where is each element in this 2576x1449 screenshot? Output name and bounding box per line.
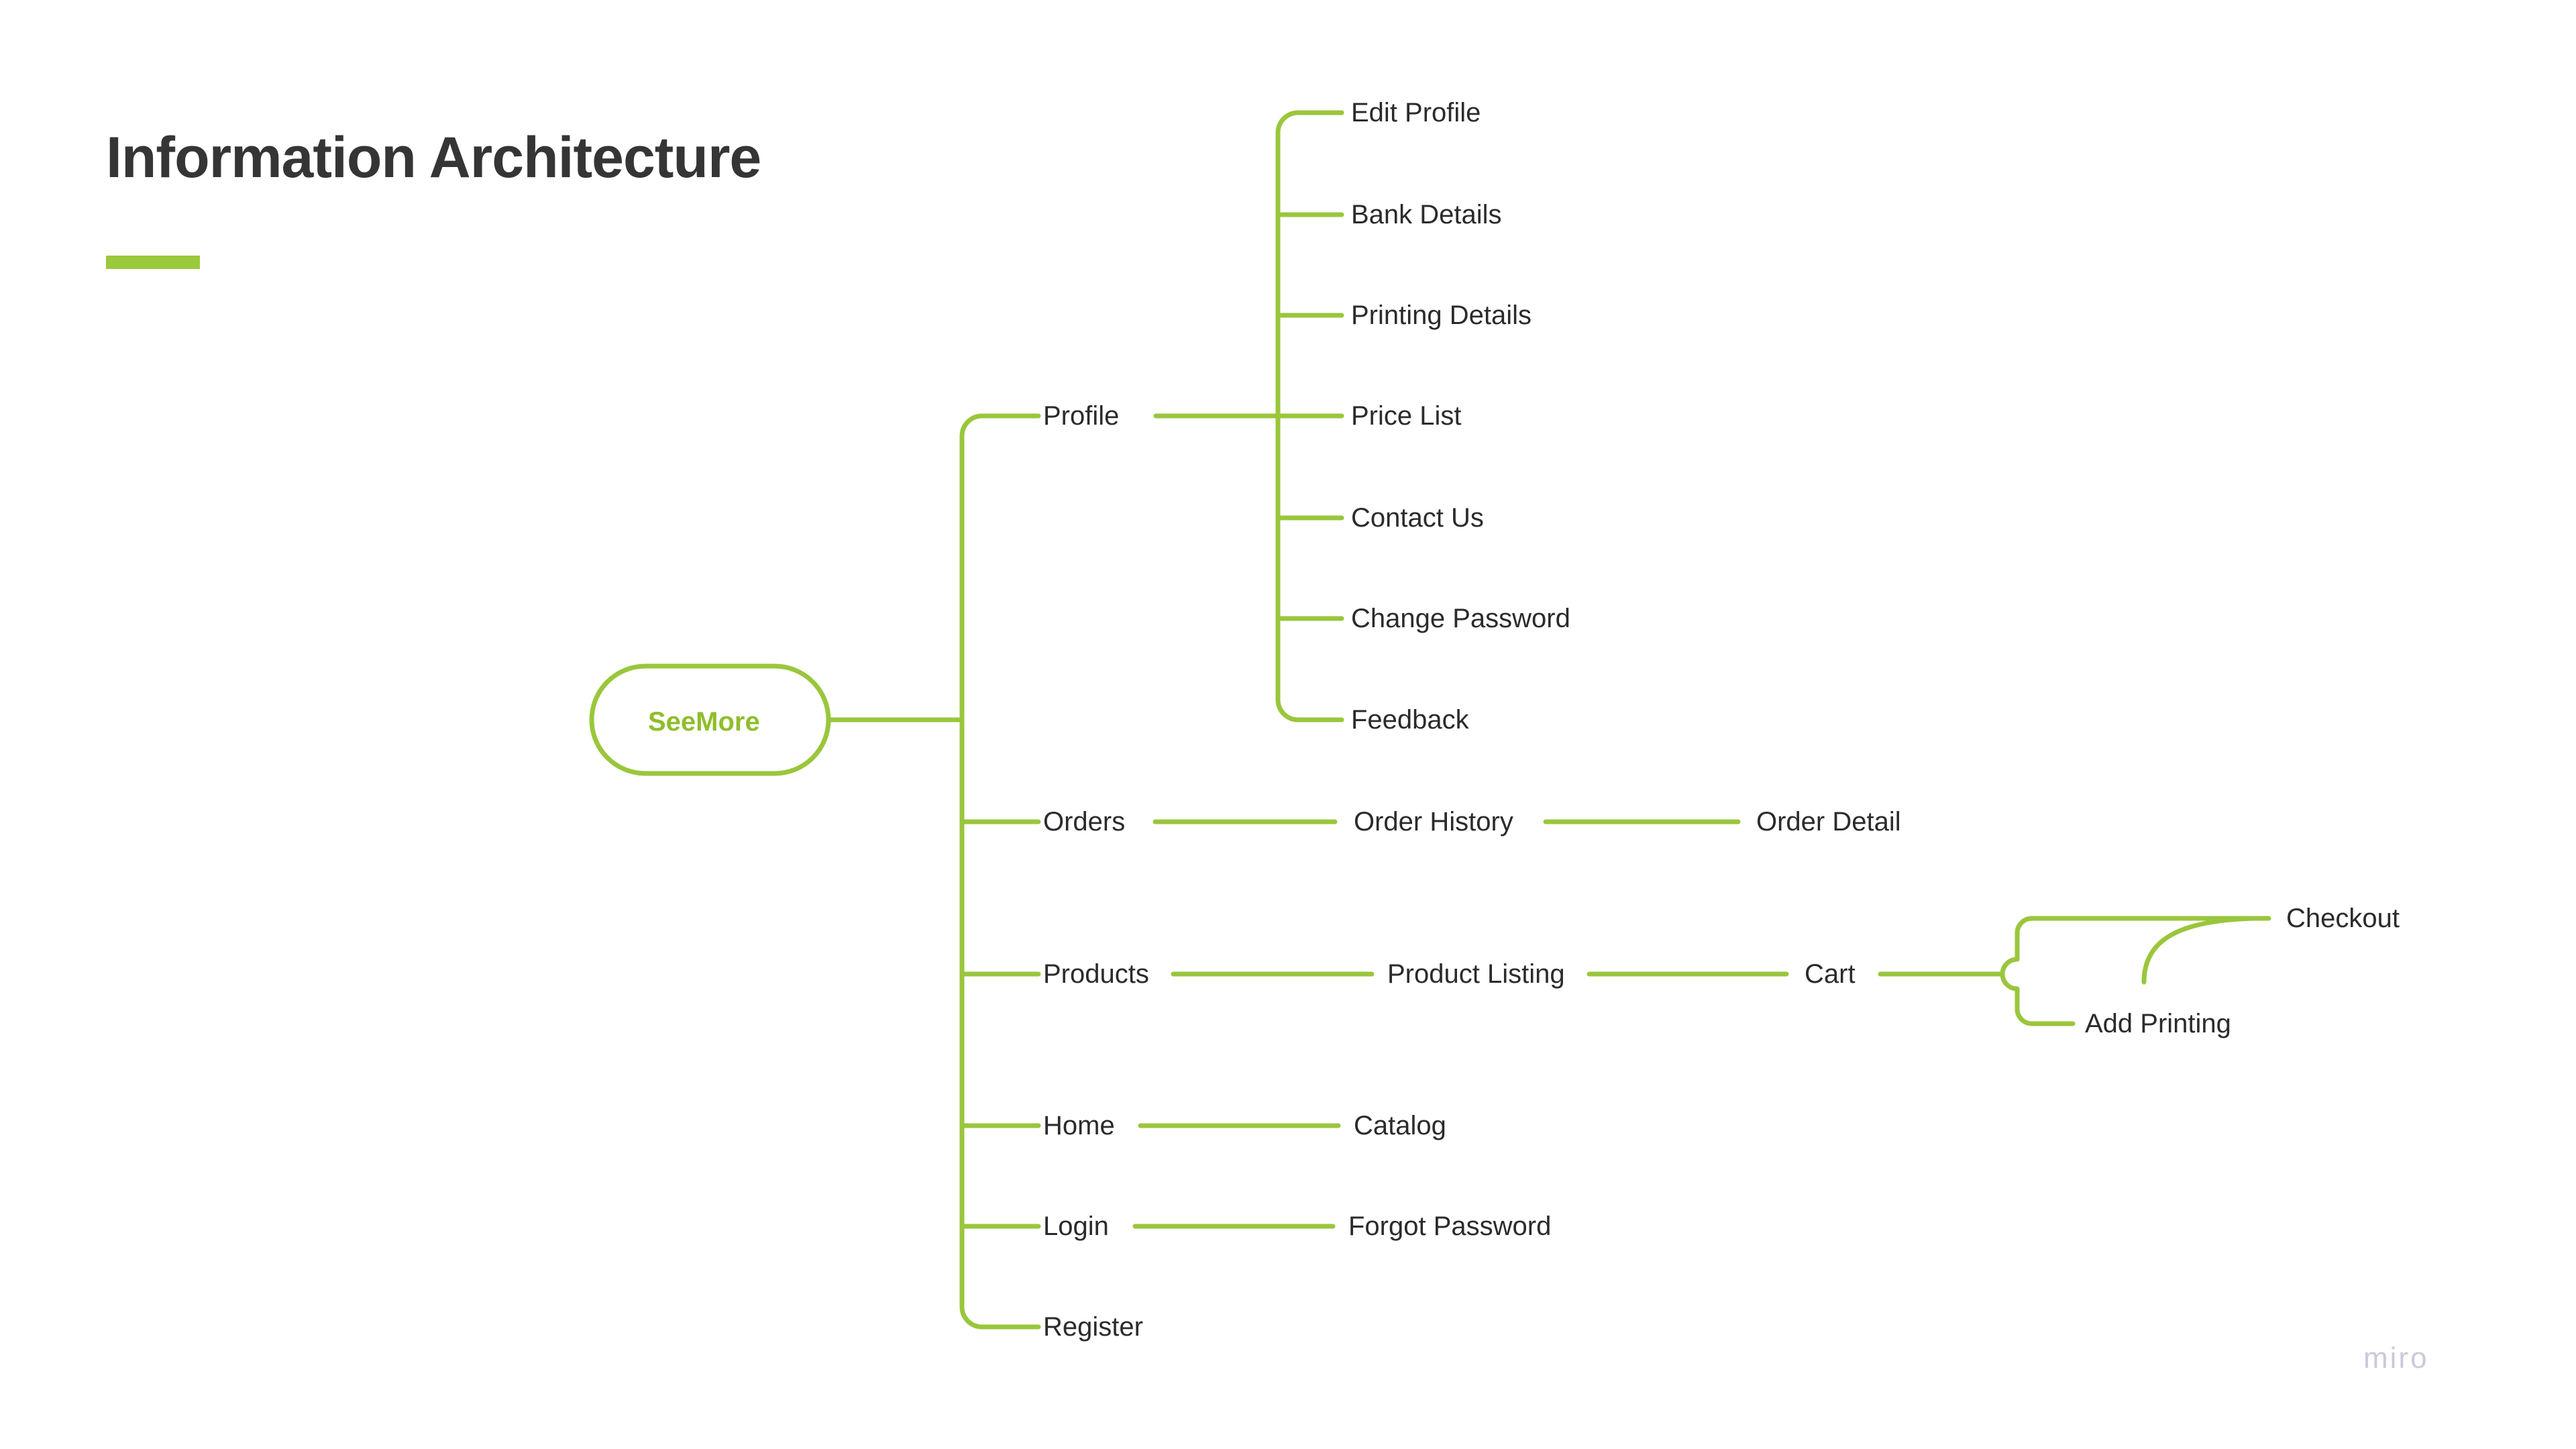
node-edit-profile[interactable]: Edit Profile — [1351, 98, 1481, 127]
node-home[interactable]: Home — [1043, 1111, 1115, 1140]
page-title: Information Architecture — [106, 125, 761, 190]
node-feedback[interactable]: Feedback — [1351, 705, 1469, 735]
edge-cart-to-add-printing — [2000, 971, 2076, 1026]
node-register[interactable]: Register — [1043, 1312, 1143, 1342]
node-printing-details[interactable]: Printing Details — [1351, 301, 1532, 330]
node-catalog[interactable]: Catalog — [1354, 1111, 1446, 1140]
edge-add-printing-to-checkout-arc — [2141, 916, 2257, 985]
miro-watermark: miro — [2363, 1342, 2429, 1375]
main-spine — [959, 413, 1041, 1330]
node-order-detail[interactable]: Order Detail — [1756, 807, 1901, 837]
node-products[interactable]: Products — [1043, 959, 1149, 989]
root-node-label[interactable]: SeeMore — [648, 707, 760, 737]
node-cart[interactable]: Cart — [1805, 959, 1856, 989]
node-orders[interactable]: Orders — [1043, 807, 1126, 837]
node-checkout[interactable]: Checkout — [2286, 904, 2400, 933]
node-profile[interactable]: Profile — [1043, 401, 1120, 431]
node-change-password[interactable]: Change Password — [1351, 604, 1570, 633]
node-order-history[interactable]: Order History — [1354, 807, 1513, 837]
node-product-listing[interactable]: Product Listing — [1387, 959, 1565, 989]
node-contact-us[interactable]: Contact Us — [1351, 503, 1484, 533]
node-add-printing[interactable]: Add Printing — [2085, 1009, 2231, 1038]
node-bank-details[interactable]: Bank Details — [1351, 200, 1502, 229]
node-login[interactable]: Login — [1043, 1212, 1109, 1241]
node-forgot-password[interactable]: Forgot Password — [1348, 1212, 1552, 1241]
title-accent-bar — [106, 256, 200, 269]
node-price-list[interactable]: Price List — [1351, 401, 1462, 431]
edge-cart-to-checkout — [2000, 916, 2271, 977]
